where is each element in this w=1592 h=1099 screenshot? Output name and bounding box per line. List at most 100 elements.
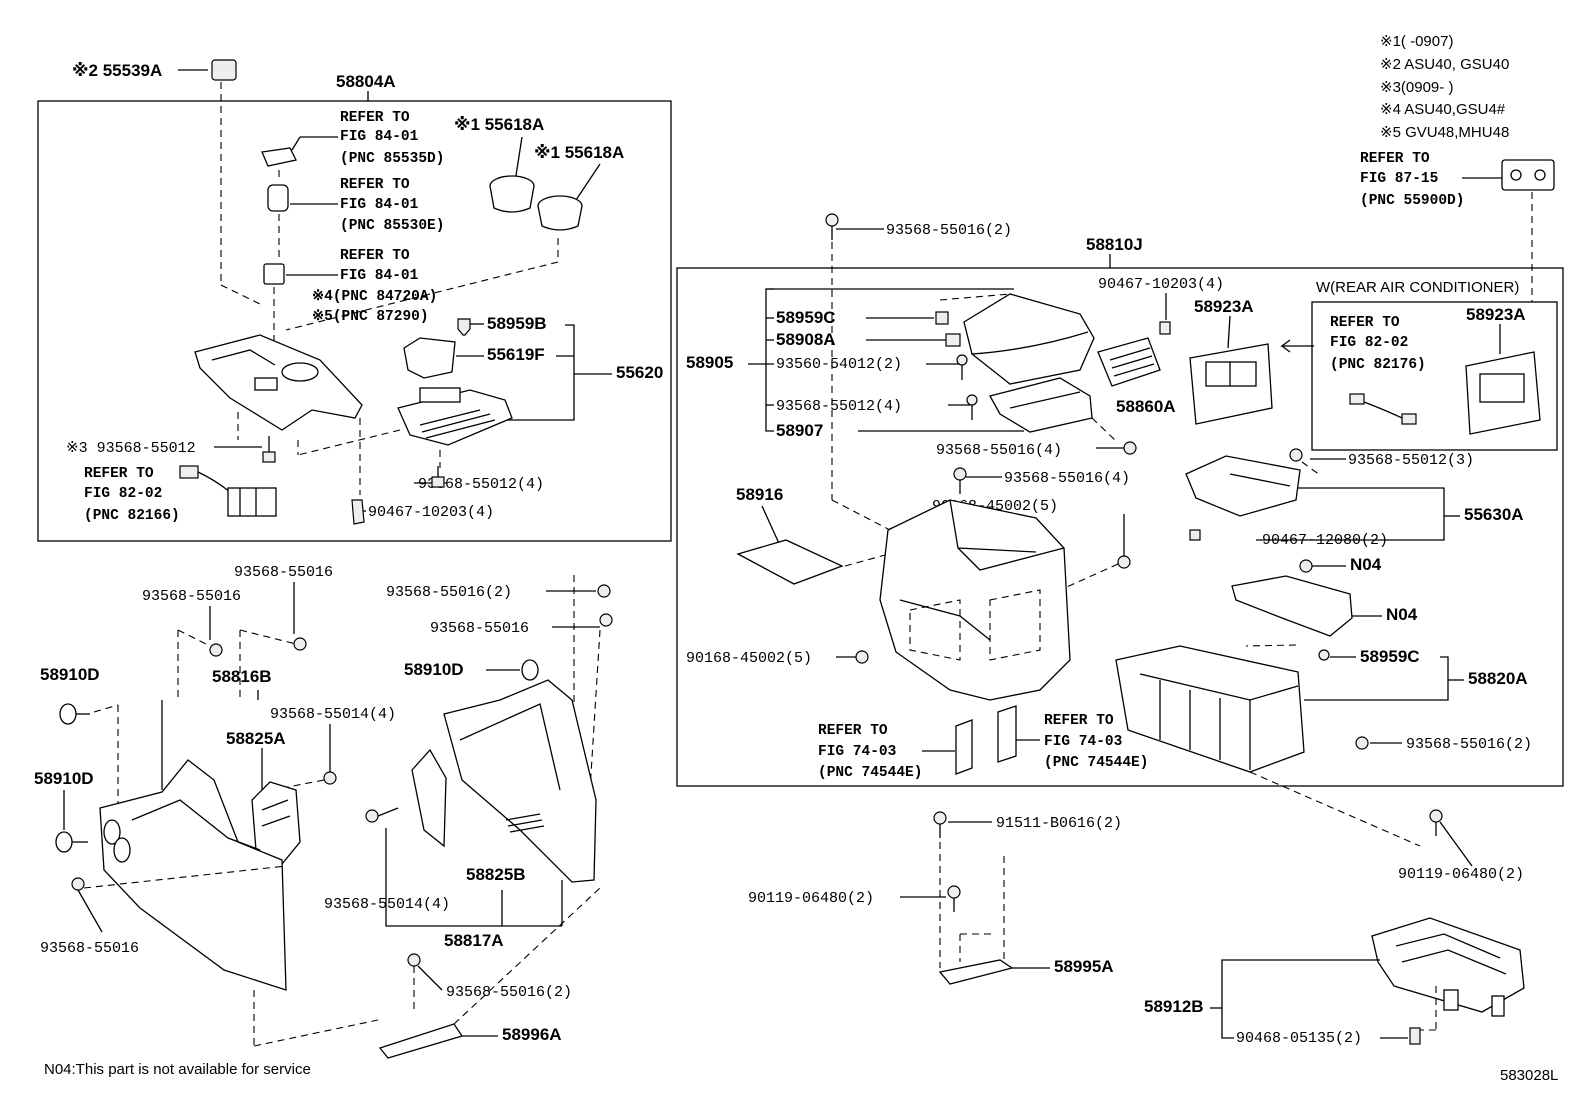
part-55620[interactable]: 55620 (616, 363, 663, 382)
legend-2: ※2 ASU40, GSU40 (1380, 56, 1509, 73)
part-58860A[interactable]: 58860A (1116, 397, 1176, 416)
part-58912B[interactable]: 58912B (1144, 997, 1204, 1016)
part-93568-55012-4b[interactable]: 93568-55012(4) (776, 398, 902, 415)
refer-6-fig[interactable]: FIG 82-02 (1330, 335, 1408, 351)
part-93568-55016-c[interactable]: 93568-55016 (430, 620, 529, 637)
part-93568-55016-2r[interactable]: 93568-55016(2) (1406, 736, 1532, 753)
part-58996A[interactable]: 58996A (502, 1025, 562, 1044)
refer-1-pnc: (PNC 85535D) (340, 151, 444, 167)
refer-3-fig[interactable]: FIG 84-01 (340, 268, 419, 284)
part-58816B[interactable]: 58816B (212, 667, 272, 686)
rear-ac-title: W(REAR AIR CONDITIONER) (1316, 279, 1519, 296)
part-55619F[interactable]: 55619F (487, 345, 545, 364)
part-90168-45002-b[interactable]: 90168-45002(5) (686, 650, 812, 667)
part-90119-b[interactable]: 90119-06480(2) (1398, 866, 1524, 883)
part-58959C-1[interactable]: 58959C (776, 308, 836, 327)
part-58810J[interactable]: 58810J (1086, 235, 1143, 254)
cup-holder-2-shape (537, 195, 583, 231)
part-58916[interactable]: 58916 (736, 485, 783, 504)
refer-2-fig[interactable]: FIG 84-01 (340, 197, 419, 213)
part-90119-a[interactable]: 90119-06480(2) (748, 890, 874, 907)
refer-4-line1: REFER TO (84, 466, 154, 482)
part-93568-55014-4b[interactable]: 93568-55014(4) (324, 896, 450, 913)
control-panel-55900D-shape (1501, 159, 1555, 191)
part-58908A[interactable]: 58908A (776, 330, 836, 349)
clip-58910D-2-shape (55, 831, 88, 853)
part-90468[interactable]: 90468-05135(2) (1236, 1030, 1362, 1047)
part-90467-12080[interactable]: 90467-12080(2) (1262, 532, 1388, 549)
part-58825B[interactable]: 58825B (466, 865, 526, 884)
part-N04-2[interactable]: N04 (1386, 605, 1418, 624)
latch-58959C-2-shape (1318, 649, 1330, 661)
refer-1-fig[interactable]: FIG 84-01 (340, 129, 419, 145)
part-55618A-2[interactable]: ※1 55618A (534, 143, 624, 162)
screw-93568-55016-a-shape (293, 637, 307, 651)
part-93560-54012[interactable]: 93560-54012(2) (776, 356, 902, 373)
part-90467-10203-4b[interactable]: 90467-10203(4) (1098, 276, 1224, 293)
screw-93568-55016-b-shape (209, 643, 223, 657)
screw-93560-shape (956, 354, 968, 380)
socket-85535D-shape (261, 147, 297, 167)
part-58825A[interactable]: 58825A (226, 729, 286, 748)
part-55630A[interactable]: 55630A (1464, 505, 1524, 524)
part-93568-55016-d[interactable]: 93568-55016 (40, 940, 139, 957)
refer-8-fig[interactable]: FIG 74-03 (1044, 734, 1122, 750)
part-93568-55014-4a[interactable]: 93568-55014(4) (270, 706, 396, 723)
part-58995A[interactable]: 58995A (1054, 957, 1114, 976)
part-58910D-2[interactable]: 58910D (34, 769, 94, 788)
refer-5-line1: REFER TO (1360, 151, 1430, 167)
cup-holder-1-shape (489, 175, 535, 213)
hinge-58907-shape (989, 377, 1093, 433)
part-55539A[interactable]: ※2 55539A (72, 61, 162, 80)
refer-6-line1: REFER TO (1330, 315, 1400, 331)
part-93568-55016-2b[interactable]: 93568-55016(2) (446, 984, 572, 1001)
part-93568-55012-s3[interactable]: ※3 93568-55012 (66, 440, 196, 457)
part-58804A[interactable]: 58804A (336, 72, 396, 91)
rail-58995A-shape (938, 959, 1014, 985)
screw-91511-shape (933, 811, 947, 838)
part-55618A-1[interactable]: ※1 55618A (454, 115, 544, 134)
part-58959B[interactable]: 58959B (487, 314, 547, 333)
screw-93568-55012-4a-shape (431, 466, 445, 488)
screw-90168-45002-a-shape (1117, 555, 1131, 569)
part-58910D-3[interactable]: 58910D (404, 660, 464, 679)
holder-55619F-shape (403, 337, 456, 379)
clip-58910D-3-shape (521, 659, 539, 681)
refer-4-fig[interactable]: FIG 82-02 (84, 486, 162, 502)
legend-4: ※4 ASU40,GSU4# (1380, 101, 1506, 118)
part-93568-55012-3[interactable]: 93568-55012(3) (1348, 452, 1474, 469)
vent-panel-58923A-1-shape (1189, 343, 1273, 425)
refer-3-pnc-a: ※4(PNC 84720A) (312, 288, 437, 305)
part-58905[interactable]: 58905 (686, 353, 733, 372)
part-93568-55016-4b[interactable]: 93568-55016(4) (1004, 470, 1130, 487)
clip-90468-shape (1409, 1027, 1421, 1045)
part-93568-55016-2m[interactable]: 93568-55016(2) (386, 584, 512, 601)
socket-85530E-shape (267, 184, 289, 212)
screw-93568-55012-s3-shape (262, 436, 276, 463)
refer-8-line1: REFER TO (1044, 713, 1114, 729)
refer-5-fig[interactable]: FIG 87-15 (1360, 171, 1438, 187)
diagram-code: 583028L (1500, 1067, 1558, 1084)
refer-7-pnc: (PNC 74544E) (818, 765, 922, 781)
upper-panel-shape (194, 334, 363, 431)
legend: ※1( -0907) ※2 ASU40, GSU40 ※3(0909- ) ※4… (1380, 33, 1509, 141)
console-box-58820A-shape (1115, 645, 1305, 773)
part-90467-10203-4a[interactable]: 90467-10203(4) (368, 504, 494, 521)
part-58910D-1[interactable]: 58910D (40, 665, 100, 684)
part-N04-1[interactable]: N04 (1350, 555, 1382, 574)
part-58923A-2[interactable]: 58923A (1466, 305, 1526, 324)
tray-55630A-shape (1185, 455, 1301, 517)
part-58820A[interactable]: 58820A (1468, 669, 1528, 688)
refer-7-fig[interactable]: FIG 74-03 (818, 744, 896, 760)
part-93568-55012-4a[interactable]: 93568-55012(4) (418, 476, 544, 493)
part-91511[interactable]: 91511-B0616(2) (996, 815, 1122, 832)
part-58817A[interactable]: 58817A (444, 931, 504, 950)
part-93568-55016-4a[interactable]: 93568-55016(4) (936, 442, 1062, 459)
part-93568-55016-a[interactable]: 93568-55016 (234, 564, 333, 581)
part-58959C-2[interactable]: 58959C (1360, 647, 1420, 666)
part-93568-55016-b[interactable]: 93568-55016 (142, 588, 241, 605)
part-58907[interactable]: 58907 (776, 421, 823, 440)
part-93568-55016-2top[interactable]: 93568-55016(2) (886, 222, 1012, 239)
refer-6-pnc: (PNC 82176) (1330, 357, 1426, 373)
part-58923A-1[interactable]: 58923A (1194, 297, 1254, 316)
